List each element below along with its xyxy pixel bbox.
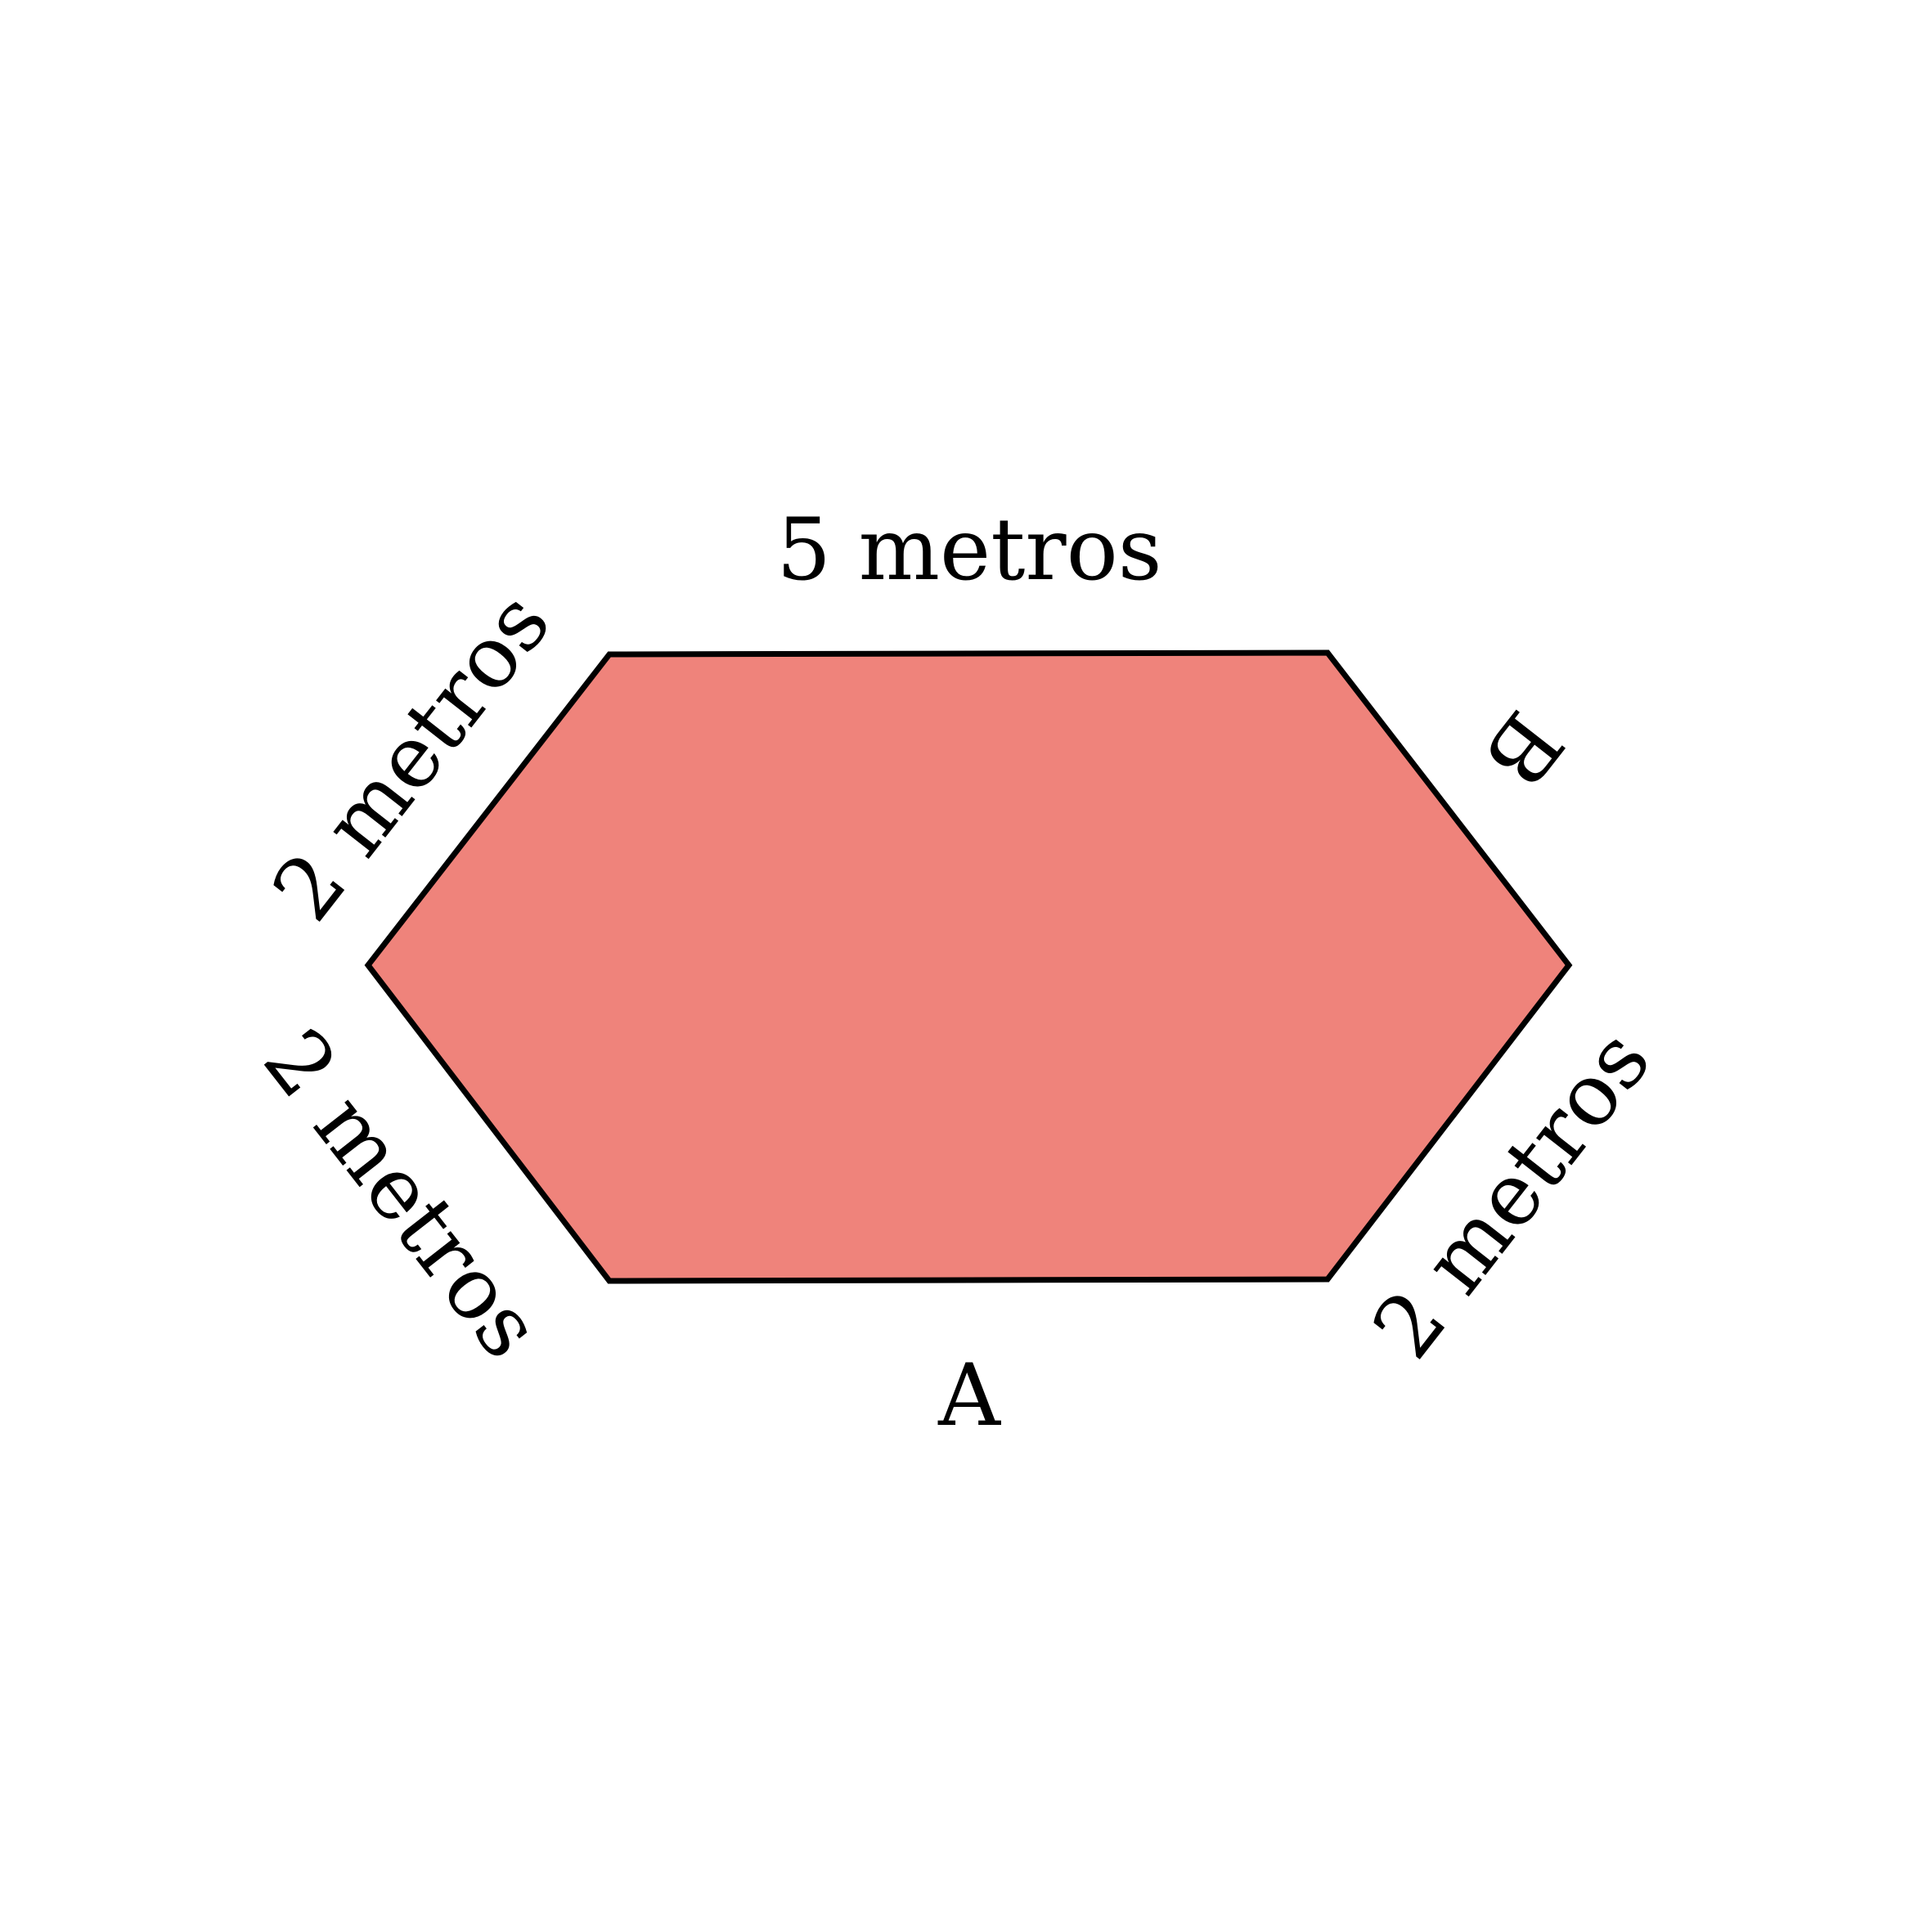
bottom-side-label: A <box>937 1346 1001 1445</box>
hexagon-shape <box>364 649 1573 1284</box>
top-side-label: 5 metros <box>776 500 1161 600</box>
